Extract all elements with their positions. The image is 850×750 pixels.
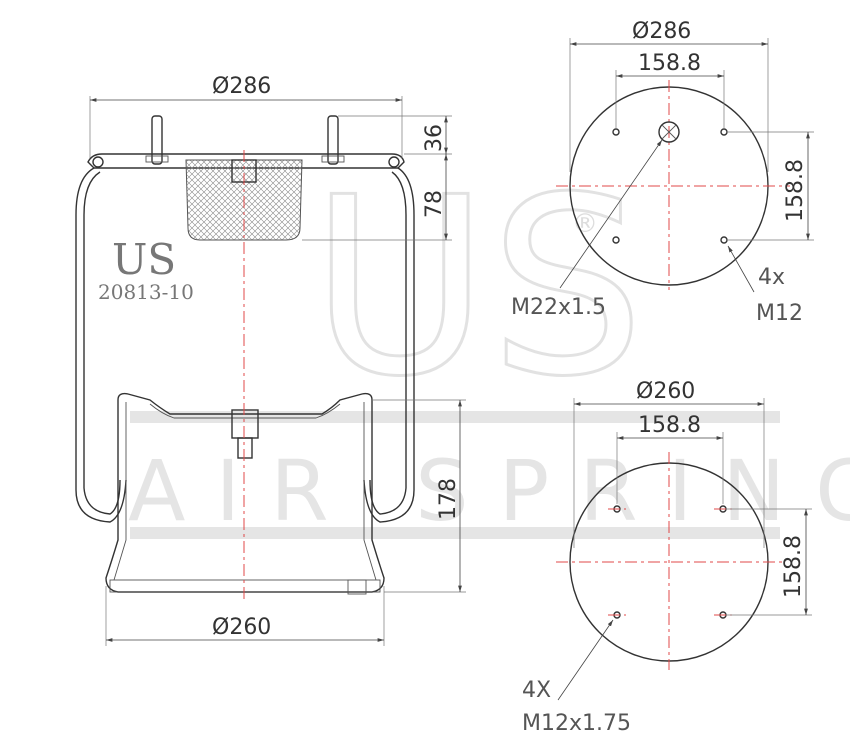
- dim-stud-height: 36: [422, 124, 447, 152]
- bellows-inner-right: [369, 171, 407, 515]
- bottom-dim-diameter: Ø260: [636, 379, 695, 404]
- bottom-dim-bolt-spacing-v: 158.8: [781, 535, 806, 598]
- bellows-outer: [75, 167, 127, 523]
- top-plate-view: Ø286 158.8 158.8 M22x1.5 4x M12: [511, 19, 814, 326]
- bottom-bolt-thread-label: M12x1.75: [522, 711, 631, 736]
- watermark-registered-mark: ®: [572, 209, 598, 239]
- top-bolt-thread-label: M12: [756, 301, 803, 326]
- top-center-hole-cross-b: [661, 124, 677, 140]
- bottom-plate-view: Ø260 158.8 158.8 4X M12x1.75: [522, 379, 812, 736]
- stud-right: [327, 115, 339, 165]
- top-dim-bolt-spacing-v: 158.8: [783, 159, 808, 222]
- top-center-thread-label: M22x1.5: [511, 295, 606, 320]
- top-bolt-count-label: 4x: [758, 265, 785, 290]
- bottom-bolt-count-label: 4X: [522, 678, 551, 703]
- bellows-inner: [83, 171, 121, 515]
- bottom-dim-bolt-spacing-h: 158.8: [638, 413, 701, 438]
- watermark: US ® AIR SPRING: [128, 144, 850, 541]
- stud-left: [151, 115, 163, 165]
- dim-plate-depth: 78: [422, 190, 447, 218]
- top-bolt-hole-tl: [612, 128, 620, 136]
- product-brand-label: US: [112, 235, 176, 284]
- watermark-band-bottom: [130, 527, 780, 539]
- top-dim-diameter: Ø286: [632, 19, 691, 44]
- product-part-number: 20813-10: [98, 280, 194, 304]
- top-center-thread-leader: [559, 139, 663, 289]
- stud-left-collar: [145, 155, 169, 163]
- piston-center-stud: [237, 437, 253, 459]
- piston-top-plate: [149, 403, 341, 419]
- dim-top-diameter: Ø286: [212, 74, 271, 99]
- bead-ring-right: [388, 156, 400, 168]
- piston-bottom-nut: [347, 579, 367, 595]
- top-bolt-leader: [727, 245, 755, 293]
- stud-right-collar: [321, 155, 345, 163]
- top-bolt-hole-bl: [612, 236, 620, 244]
- side-view: US 20813-10 Ø286 36 78 178 Ø260: [75, 74, 466, 646]
- top-dim-bolt-spacing-h: 158.8: [638, 51, 701, 76]
- watermark-letters: US: [310, 145, 645, 430]
- watermark-tagline: AIR SPRING: [128, 442, 850, 540]
- top-bead-plate: [87, 153, 405, 169]
- bottom-bolt-leader: [557, 619, 614, 701]
- dim-bottom-diameter: Ø260: [212, 615, 271, 640]
- piston-inner-wall: [113, 402, 377, 581]
- bead-ring-left: [92, 156, 104, 168]
- top-bolt-hole-br: [720, 236, 728, 244]
- top-center-thread-hole: [658, 121, 680, 143]
- bellows-outer-right: [363, 167, 415, 523]
- dim-piston-height: 178: [436, 478, 461, 520]
- top-bolt-hole-tr: [720, 128, 728, 136]
- piston-base-flange: [109, 579, 381, 593]
